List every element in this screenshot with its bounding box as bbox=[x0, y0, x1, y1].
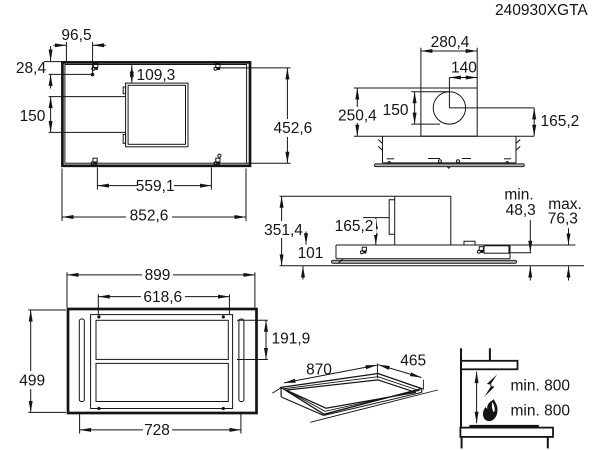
svg-text:28,4: 28,4 bbox=[16, 60, 47, 77]
svg-text:250,4: 250,4 bbox=[338, 108, 377, 125]
svg-text:280,4: 280,4 bbox=[431, 34, 470, 51]
svg-text:150: 150 bbox=[20, 108, 46, 125]
svg-text:870: 870 bbox=[306, 362, 332, 379]
svg-text:101: 101 bbox=[298, 245, 324, 262]
svg-text:559,1: 559,1 bbox=[136, 178, 175, 195]
svg-text:728: 728 bbox=[144, 422, 170, 439]
svg-text:96,5: 96,5 bbox=[61, 27, 91, 44]
svg-text:499: 499 bbox=[19, 373, 45, 390]
svg-text:min.: min. bbox=[504, 187, 533, 204]
svg-text:48,3: 48,3 bbox=[506, 202, 536, 219]
svg-text:165,2: 165,2 bbox=[335, 218, 374, 235]
svg-text:618,6: 618,6 bbox=[143, 289, 182, 306]
svg-text:191,9: 191,9 bbox=[272, 331, 311, 348]
svg-text:351,4: 351,4 bbox=[264, 222, 303, 239]
svg-text:min. 800: min. 800 bbox=[511, 402, 571, 419]
svg-text:465: 465 bbox=[400, 353, 426, 370]
svg-text:852,6: 852,6 bbox=[130, 207, 169, 224]
svg-text:452,6: 452,6 bbox=[274, 120, 313, 137]
svg-text:109,3: 109,3 bbox=[137, 67, 176, 84]
svg-text:max.: max. bbox=[548, 196, 582, 213]
svg-text:240930XGTA: 240930XGTA bbox=[495, 2, 588, 19]
svg-text:165,2: 165,2 bbox=[541, 113, 580, 130]
svg-text:76,3: 76,3 bbox=[548, 210, 578, 227]
svg-text:150: 150 bbox=[383, 102, 409, 119]
svg-text:min. 800: min. 800 bbox=[511, 378, 571, 395]
svg-text:899: 899 bbox=[145, 267, 171, 284]
svg-text:140: 140 bbox=[451, 60, 477, 77]
